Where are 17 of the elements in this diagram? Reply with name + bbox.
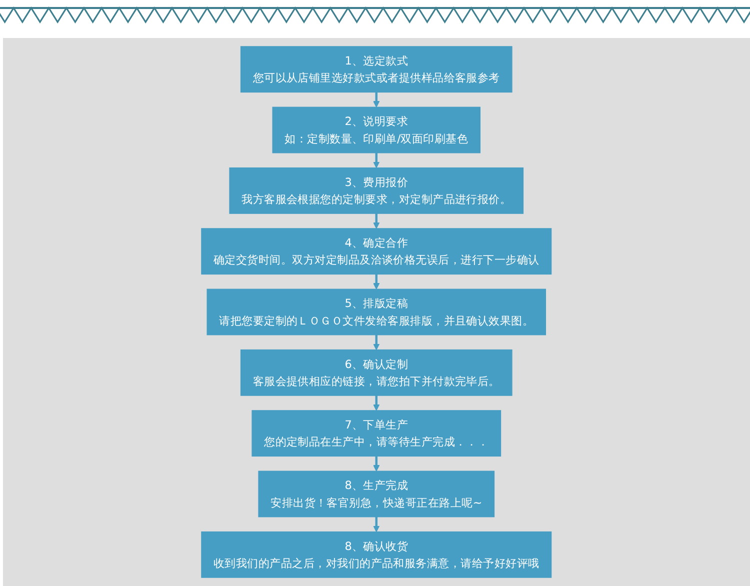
- node-box: 6、确认定制 客服会提供相应的链接，请您拍下并付款完毕后。: [240, 349, 512, 396]
- arrow: [373, 396, 380, 411]
- arrow: [373, 334, 380, 350]
- arrow: [373, 516, 380, 532]
- node-box: 8、确认收货 收到我们的产品之后，对我们的产品和服务满意，请给予好好评哦: [201, 531, 552, 578]
- node-box: 8、生产完成 安排出货！客官别急，快递哥正在路上呢~: [258, 470, 495, 518]
- arrow: [373, 152, 380, 168]
- node-box: 5、排版定稿 请把您要定制的ＬＯＧＯ文件发给客服排版，并且确认效果图。: [206, 288, 546, 336]
- node-box: 7、下单生产 您的定制品在生产中，请等待生产完成．．．: [252, 410, 502, 457]
- node-box: 2、说明要求 如：定制数量、印刷单/双面印刷基色: [272, 106, 481, 154]
- node-box: 3、费用报价 我方客服会根据您的定制要求，对定制产品进行报价。: [229, 167, 524, 214]
- arrow: [373, 456, 380, 472]
- arrow: [373, 92, 380, 108]
- arrow: [373, 274, 380, 290]
- arrow: [373, 214, 380, 229]
- node-box: 1、选定款式 您可以从店铺里选好款式或者提供样品给客服参考: [240, 46, 512, 93]
- node-box: 4、确定合作 确定交货时间。双方对定制品及洽谈价格无误后，进行下一步确认: [201, 228, 552, 275]
